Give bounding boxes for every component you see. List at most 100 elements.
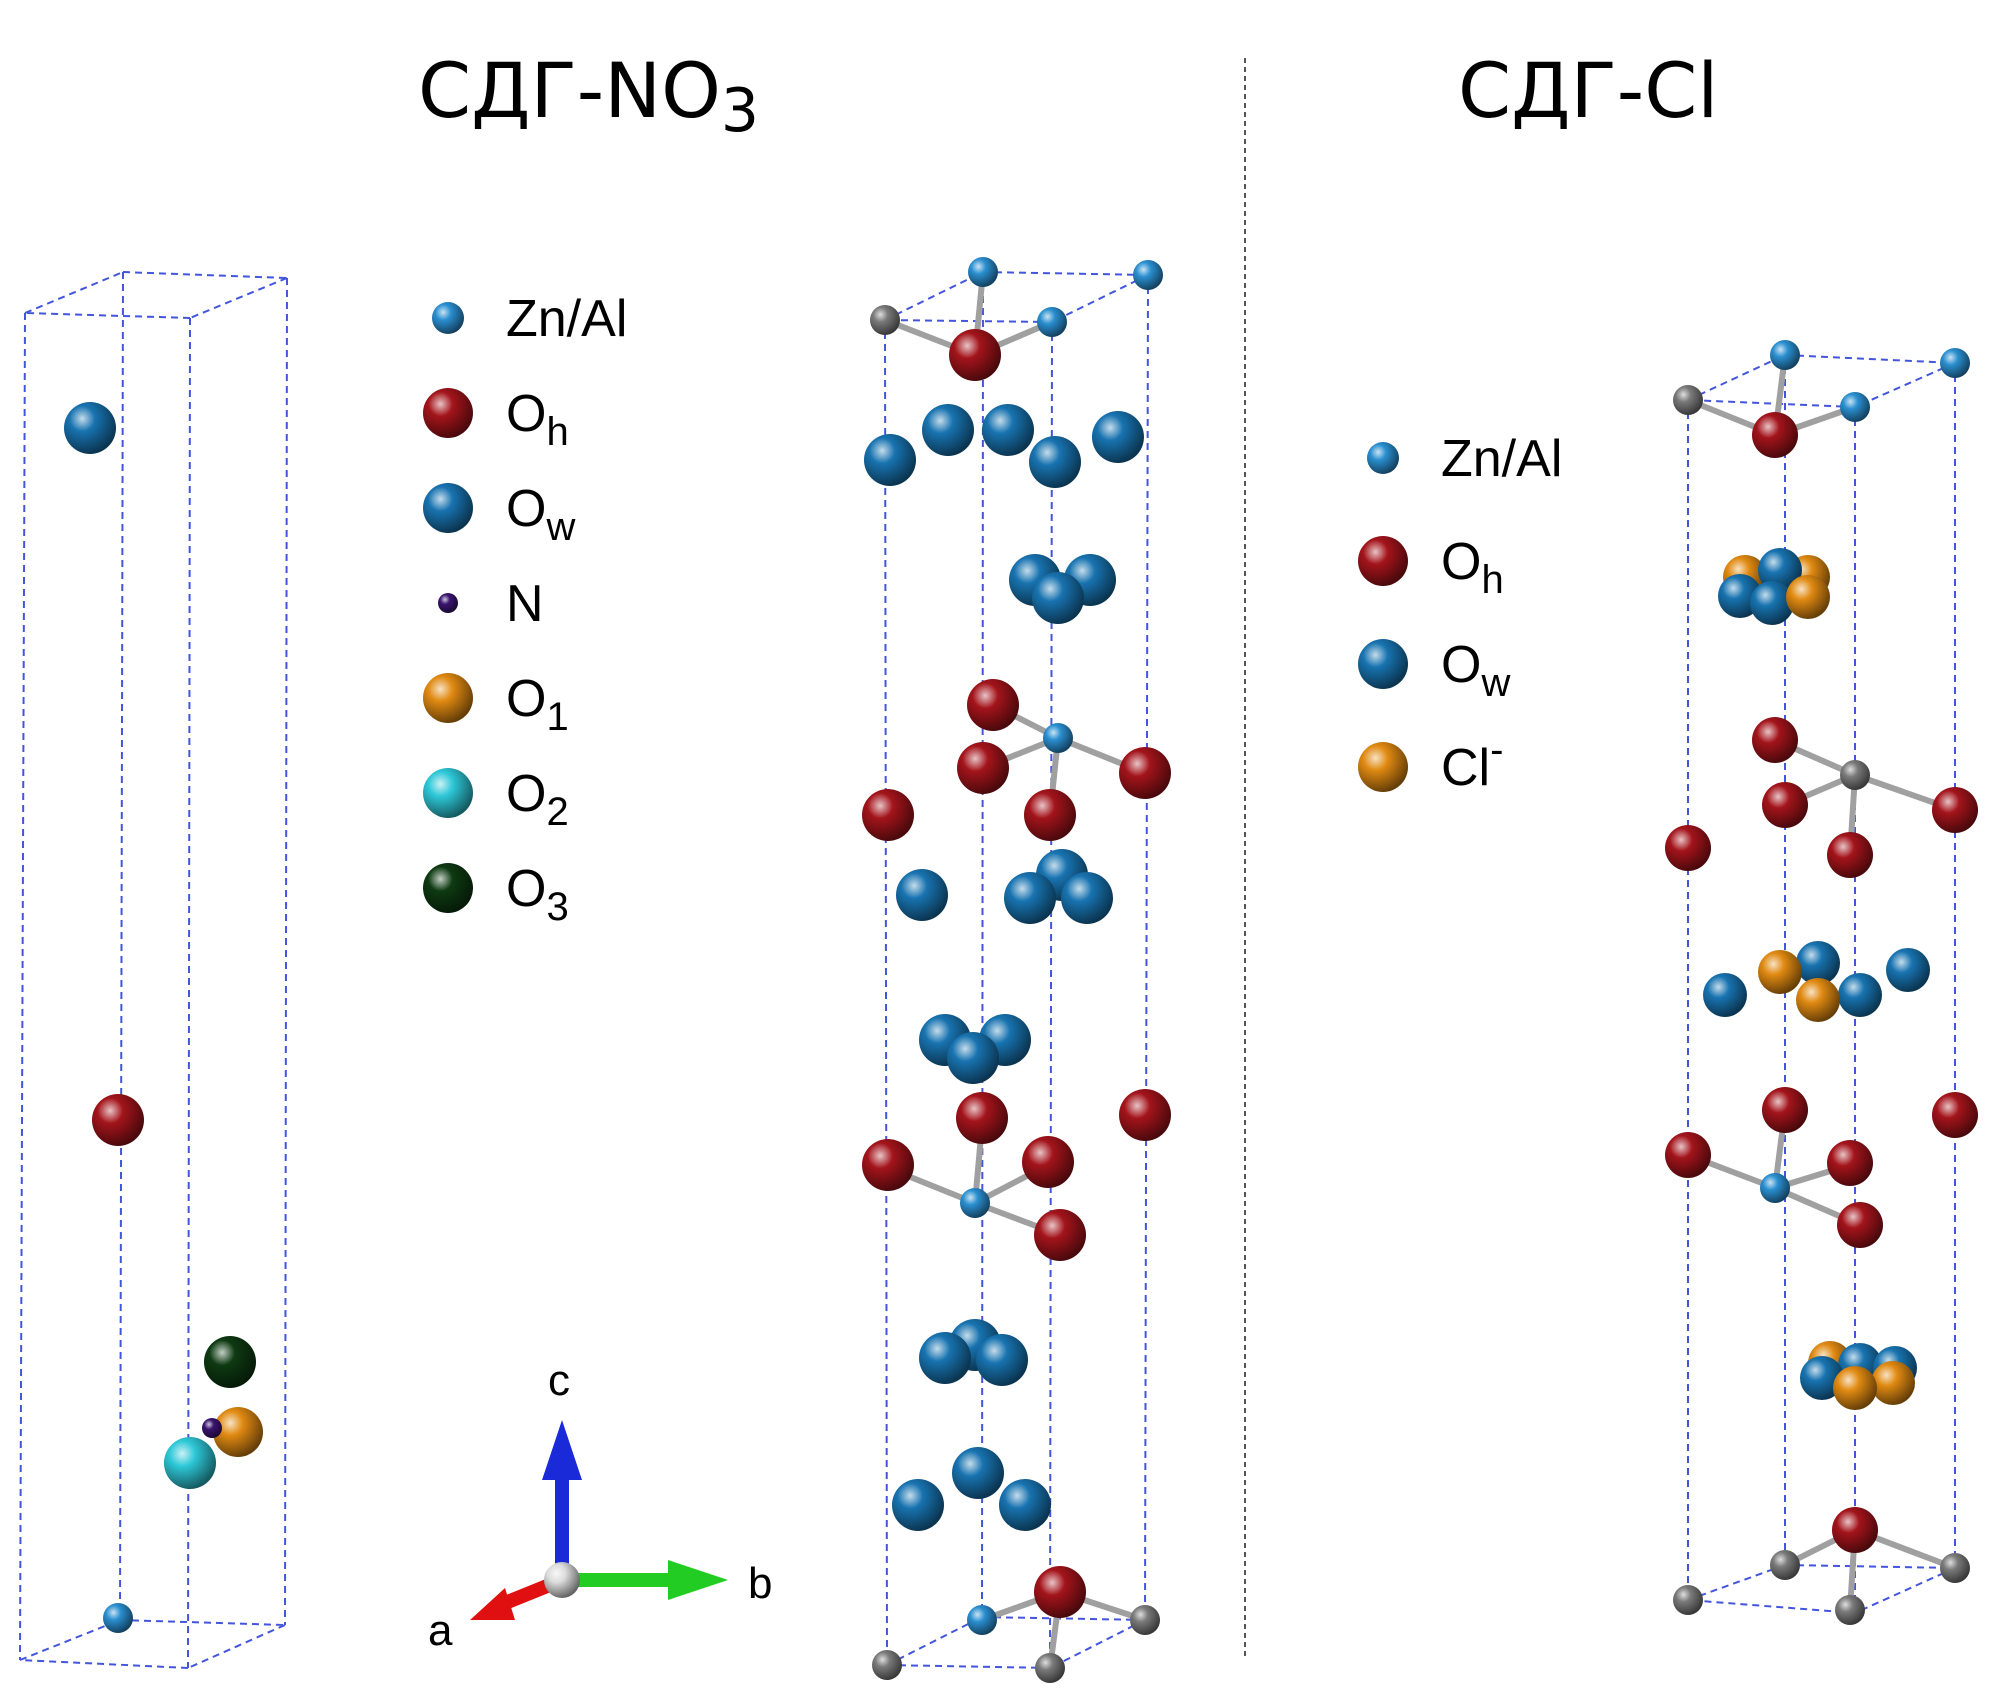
cell-no3-asym-top-edge — [122, 271, 288, 279]
oh-atom — [1119, 1089, 1171, 1141]
cl-atom — [1758, 950, 1802, 994]
zn-al-atom — [1043, 723, 1073, 753]
ow-atom — [1750, 581, 1794, 625]
oh-atom — [1832, 1507, 1878, 1553]
ow-atom — [952, 1447, 1004, 1499]
axis-c-label: c — [548, 1356, 570, 1405]
oh-atom — [1034, 1566, 1086, 1618]
axis-b-arrow-head — [668, 1560, 728, 1600]
cell-no3-vertical-edge — [981, 271, 984, 1618]
legend-cl-cl-label: Cl- — [1441, 728, 1503, 797]
zn-al-atom — [968, 257, 998, 287]
legend-cl-oh-swatch-icon — [1358, 536, 1408, 586]
legend-cl-zn-al-swatch-icon — [1367, 442, 1399, 474]
legend-cl-zn-al-label: Zn/Al — [1441, 430, 1562, 488]
cell-no3-bottom-edge — [1049, 1619, 1146, 1669]
cl-atom — [1796, 978, 1840, 1022]
oh-atom — [1119, 747, 1171, 799]
oh-atom — [1665, 1132, 1711, 1178]
cell-no3-top-edge — [884, 319, 1053, 323]
ow-atom — [982, 404, 1034, 456]
ow-atom — [1800, 1356, 1844, 1400]
cell-no3-bottom-edge — [886, 1616, 983, 1666]
axis-c-arrow-head — [542, 1420, 582, 1480]
oh-atom — [862, 789, 914, 841]
ow-atom — [947, 1032, 999, 1084]
cell-no3-asym-top-edge — [24, 271, 124, 314]
legend-no3-o2-label: O2 — [506, 765, 569, 834]
ow-atom — [1004, 872, 1056, 924]
cell-no3-vertical-edge — [884, 319, 888, 1666]
oh-atom — [1762, 1087, 1808, 1133]
ow-atom — [976, 1334, 1028, 1386]
cell-no3-asym-vertical-edge — [187, 317, 191, 1669]
zn-al-atom — [1133, 260, 1163, 290]
axis-origin-sphere — [544, 1562, 580, 1598]
legend-cl-ow-label: Ow — [1441, 636, 1510, 705]
metal-grey-atom — [870, 305, 900, 335]
cell-no3-asym-bottom-edge — [119, 1619, 286, 1626]
oh-atom — [1024, 789, 1076, 841]
ow-atom — [922, 404, 974, 456]
ow-atom — [864, 434, 916, 486]
legend-cl-oh-label: Oh — [1441, 533, 1504, 602]
o2-atom — [164, 1437, 216, 1489]
cl-atom — [1833, 1366, 1877, 1410]
ow-atom — [919, 1332, 971, 1384]
cell-cl-bottom-edge — [1854, 1567, 1956, 1614]
metal-grey-atom — [1130, 1605, 1160, 1635]
axis-a-label: a — [428, 1606, 453, 1655]
title-ldh-no3: СДГ-NO3 — [418, 46, 759, 146]
ow-atom — [892, 1479, 944, 1531]
oh-atom — [92, 1094, 144, 1146]
cell-no3-asym-bottom-edge — [19, 1619, 121, 1661]
axis-b-label: b — [748, 1559, 772, 1608]
legend-no3-oh-swatch-icon — [423, 388, 473, 438]
oh-atom — [1752, 717, 1798, 763]
legend-no3-n-label: N — [506, 575, 544, 633]
legend-no3-n-swatch-icon — [438, 593, 458, 613]
metal-grey-atom — [1770, 1550, 1800, 1580]
axis-a-arrow-head — [470, 1588, 515, 1620]
cell-cl-bottom-edge — [1784, 1564, 1956, 1569]
cl-atom — [1786, 575, 1830, 619]
oh-atom — [1827, 832, 1873, 878]
legend-no3-zn-al-label: Zn/Al — [506, 290, 627, 348]
zn-al-atom — [1760, 1173, 1790, 1203]
metal-grey-atom — [1940, 1553, 1970, 1583]
cell-cl-top-edge — [1854, 362, 1956, 408]
cell-no3-bottom-edge — [981, 1616, 1146, 1621]
cell-no3-top-edge — [884, 271, 984, 321]
ow-atom — [1758, 548, 1802, 592]
zn-al-atom — [103, 1603, 133, 1633]
ow-atom — [1838, 973, 1882, 1017]
cell-no3-bottom-edge — [886, 1664, 1051, 1669]
o3-atom — [204, 1336, 256, 1388]
zn-al-atom — [1770, 340, 1800, 370]
metal-grey-atom — [1035, 1653, 1065, 1683]
cell-no3-asym-top-edge — [24, 312, 191, 319]
ow-atom — [896, 869, 948, 921]
ow-atom — [1886, 948, 1930, 992]
n-atom — [202, 1418, 222, 1438]
cell-cl-top-edge — [1784, 354, 1956, 364]
title-ldh-cl: СДГ-Cl — [1458, 46, 1718, 135]
cell-no3-asym-top-edge — [189, 277, 288, 319]
ow-atom — [1029, 436, 1081, 488]
ow-atom — [1092, 411, 1144, 463]
oh-atom — [1022, 1136, 1074, 1188]
cell-no3-vertical-edge — [1049, 321, 1053, 1669]
legend-no3-o3-label: O3 — [506, 860, 569, 929]
zn-al-atom — [1840, 392, 1870, 422]
oh-atom — [967, 679, 1019, 731]
legend-no3-ow-swatch-icon — [423, 483, 473, 533]
cell-no3-asym-bottom-edge — [187, 1624, 286, 1669]
cell-no3-asym-vertical-edge — [284, 277, 288, 1626]
o1-atom — [213, 1407, 263, 1457]
legend-cl-ow-swatch-icon — [1358, 639, 1408, 689]
cl-atom — [1871, 1361, 1915, 1405]
unit-cells — [19, 271, 1956, 1669]
